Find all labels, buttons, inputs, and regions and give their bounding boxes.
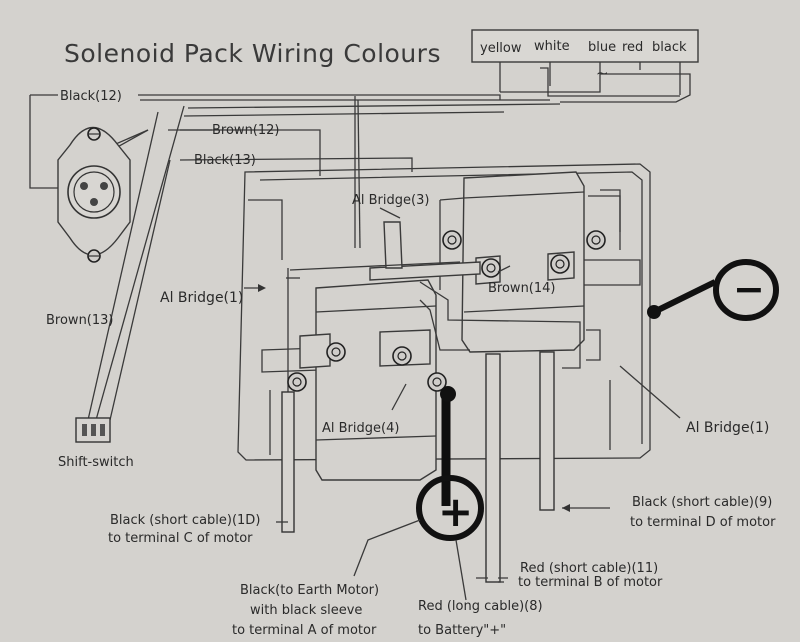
colour-key-white: white <box>534 39 570 54</box>
diagram-title: Solenoid Pack Wiring Colours <box>64 39 441 68</box>
earth-terminal <box>440 386 456 402</box>
positive-sign: + <box>438 487 473 536</box>
label-black-short-9: Black (short cable)(9) <box>632 495 772 510</box>
negative-symbol: − <box>647 259 779 321</box>
label-red-long-8-dest: to Battery"+" <box>418 623 506 638</box>
colour-key-blue: blue <box>588 40 616 55</box>
output-cables <box>281 351 555 583</box>
label-al-bridge-1-left: Al Bridge(1) <box>160 290 243 306</box>
colour-key: yellow white blue red black ~ <box>471 29 699 82</box>
label-al-bridge-4: Al Bridge(4) <box>322 421 399 436</box>
colour-key-yellow: yellow <box>480 41 522 56</box>
label-black-earth-sleeve: with black sleeve <box>250 603 362 618</box>
colour-key-mark: ~ <box>596 64 609 82</box>
label-black-13: Black(13) <box>194 153 256 168</box>
key-wires <box>499 62 691 103</box>
al-bridges <box>286 221 581 369</box>
label-black-12: Black(12) <box>60 89 122 104</box>
label-brown-12: Brown(12) <box>212 123 280 138</box>
label-black-short-10-dest: to terminal C of motor <box>108 531 253 546</box>
label-al-bridge-3: Al Bridge(3) <box>352 193 429 208</box>
shift-switch-connector <box>75 417 111 443</box>
leader-lines <box>244 207 681 601</box>
positive-symbol: + <box>416 475 484 541</box>
label-black-earth: Black(to Earth Motor) <box>240 583 379 598</box>
shift-switch-label: Shift-switch <box>58 455 134 470</box>
colour-key-black: black <box>652 40 687 55</box>
label-red-short-11: Red (short cable)(11) <box>520 561 658 576</box>
label-al-bridge-1-right: Al Bridge(1) <box>686 420 769 436</box>
colour-key-red: red <box>622 40 643 55</box>
label-brown-14: Brown(14) <box>488 281 556 296</box>
label-black-earth-dest: to terminal A of motor <box>232 623 377 638</box>
negative-sign: − <box>733 267 765 311</box>
long-wires <box>29 94 561 421</box>
label-brown-13: Brown(13) <box>46 313 114 328</box>
label-red-long-8: Red (long cable)(8) <box>418 599 543 614</box>
label-black-short-9-dest: to terminal D of motor <box>630 515 776 530</box>
left-solenoid <box>299 279 437 481</box>
terminals <box>287 230 606 392</box>
label-red-short-11-dest: to terminal B of motor <box>518 575 663 590</box>
label-black-short-10: Black (short cable)(1D) <box>110 513 260 528</box>
shift-switch-relay <box>57 127 131 263</box>
